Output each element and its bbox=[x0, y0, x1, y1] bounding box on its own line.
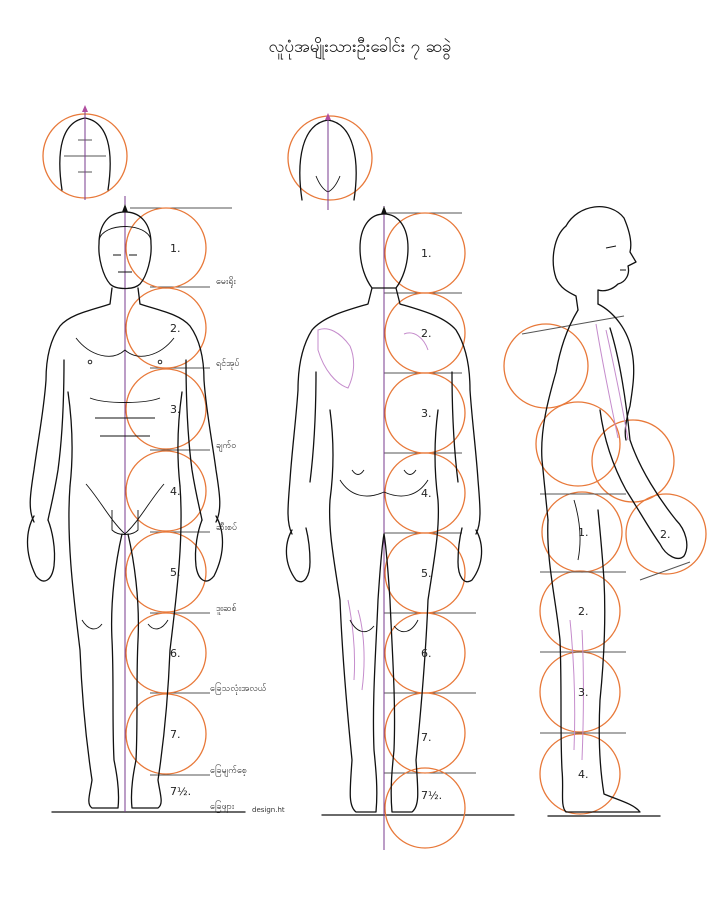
front-axis-top-marker bbox=[122, 204, 128, 212]
front-landmark-labels: မေးရိုး ရင်အုပ် ချက်ဝ ဆီးစပ် ဒူးဆစ် ခြေသ… bbox=[210, 276, 267, 813]
landmark-label: ဆီးစပ် bbox=[216, 522, 238, 533]
side-number: 1. bbox=[578, 526, 589, 539]
landmark-label: ခြေမျက်စေ့ bbox=[210, 764, 247, 777]
back-head-detail bbox=[287, 113, 373, 210]
front-body-outline bbox=[26, 211, 224, 809]
landmark-label: ဒူးဆစ် bbox=[216, 603, 237, 615]
front-figure: 1. 2. 3. 4. 5. 6. 7. 7½. မေးရိုး ရင်အုပ်… bbox=[26, 105, 285, 814]
front-head-number-labels: 1. 2. 3. 4. 5. 6. 7. 7½. bbox=[170, 242, 191, 798]
landmark-label: ရင်အုပ် bbox=[216, 358, 240, 370]
back-number: 7. bbox=[421, 731, 432, 744]
back-division-lines bbox=[321, 212, 515, 816]
front-number: 6. bbox=[170, 647, 181, 660]
front-number: 7. bbox=[170, 728, 181, 741]
side-head-circles bbox=[503, 323, 707, 815]
front-number: 3. bbox=[170, 403, 181, 416]
diagram-title: လူပုံအမျိုးသားဦးခေါင်း ၇ ဆခွဲ bbox=[268, 37, 452, 57]
back-scapula-muscle bbox=[317, 328, 355, 389]
front-head-detail bbox=[42, 105, 128, 200]
landmark-label: ချက်ဝ bbox=[216, 440, 236, 452]
back-number: 1. bbox=[421, 247, 432, 260]
back-number: 2. bbox=[421, 327, 432, 340]
front-division-lines bbox=[51, 207, 246, 813]
front-head-circles bbox=[125, 207, 207, 775]
side-number: 2. bbox=[578, 605, 589, 618]
front-number: 4. bbox=[170, 485, 181, 498]
back-axis-top-marker bbox=[381, 206, 387, 214]
side-head-number-labels: 1. 2. 3. 4. 2. bbox=[578, 526, 671, 781]
back-number: 6. bbox=[421, 647, 432, 660]
back-number: 7½. bbox=[421, 789, 442, 802]
back-head-top-marker bbox=[325, 113, 331, 120]
front-number: 2. bbox=[170, 322, 181, 335]
back-number: 5. bbox=[421, 567, 432, 580]
front-number: 1. bbox=[170, 242, 181, 255]
back-figure: 1. 2. 3. 4. 5. 6. 7. 7½. bbox=[285, 113, 515, 850]
side-figure: 1. 2. 3. 4. 2. bbox=[503, 206, 707, 817]
landmark-label: မေးရိုး bbox=[216, 276, 236, 288]
watermark: design.ht bbox=[252, 806, 285, 814]
back-head-number-labels: 1. 2. 3. 4. 5. 6. 7. 7½. bbox=[421, 247, 442, 802]
back-head-circle bbox=[287, 115, 373, 201]
back-head-circles bbox=[384, 212, 466, 849]
back-number: 4. bbox=[421, 487, 432, 500]
landmark-label: ခြေဖျား bbox=[210, 800, 235, 813]
landmark-label: ခြေသလုံးအလယ် bbox=[210, 682, 267, 695]
front-number: 5. bbox=[170, 566, 181, 579]
side-arm-number: 2. bbox=[660, 528, 671, 541]
side-body-outline bbox=[541, 206, 688, 813]
side-axis-lines bbox=[521, 315, 691, 817]
side-number: 4. bbox=[578, 768, 589, 781]
front-number: 7½. bbox=[170, 785, 191, 798]
side-number: 3. bbox=[578, 686, 589, 699]
front-head-top-marker bbox=[82, 105, 88, 112]
back-number: 3. bbox=[421, 407, 432, 420]
back-body-outline bbox=[285, 213, 483, 813]
